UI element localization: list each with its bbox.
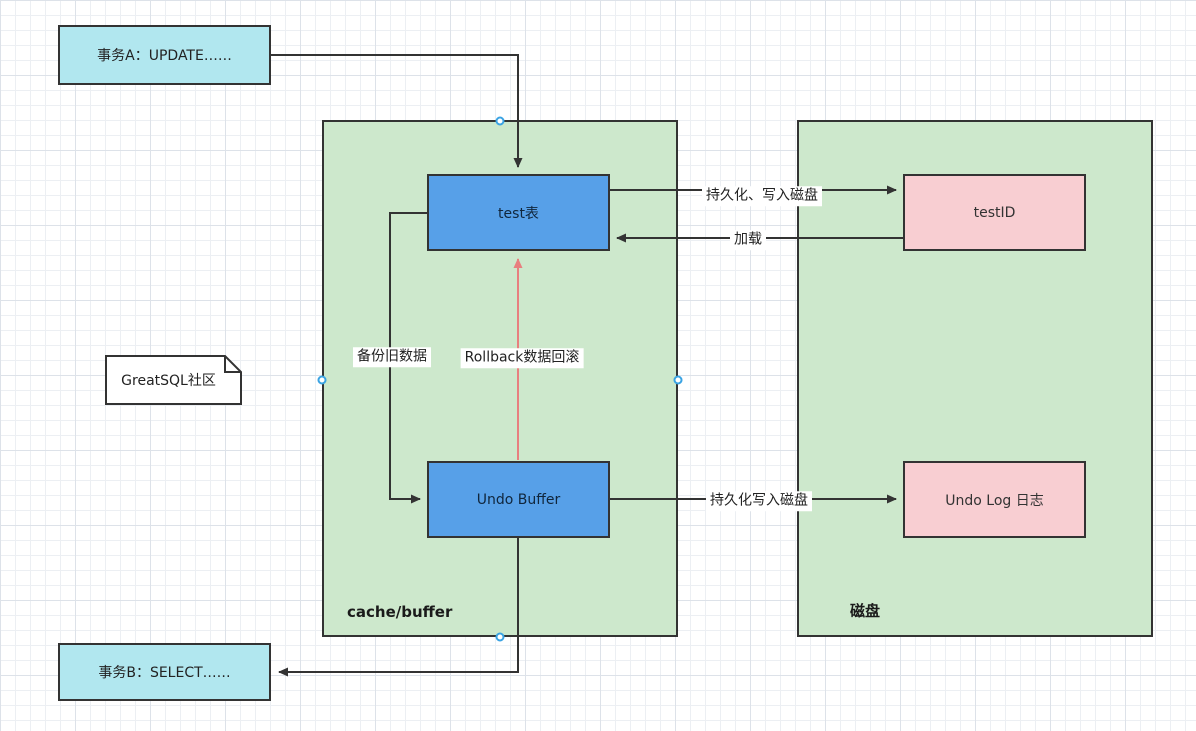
edge-label-load[interactable]: 加载 <box>730 230 766 250</box>
connection-point-bottom[interactable] <box>495 632 505 642</box>
edge-undo-buffer-to-transaction-b[interactable] <box>278 538 519 677</box>
connection-point-right[interactable] <box>673 375 683 385</box>
undo-buffer-label: Undo Buffer <box>476 491 561 508</box>
testid-label: testID <box>973 204 1016 221</box>
greatsql-note-node[interactable]: GreatSQL社区 <box>105 355 242 405</box>
transaction-b-label: 事务B：SELECT…… <box>98 665 231 681</box>
test-table-node[interactable]: test表 <box>427 174 610 251</box>
test-table-label: test表 <box>498 205 539 222</box>
undo-log-label: Undo Log 日志 <box>945 492 1044 509</box>
transaction-a-label: 事务A：UPDATE…… <box>97 48 232 64</box>
connection-point-left[interactable] <box>317 375 327 385</box>
cache-buffer-container-label: cache/buffer <box>347 603 453 621</box>
edge-label-persist-write[interactable]: 持久化、写入磁盘 <box>702 186 822 206</box>
connection-point-top[interactable] <box>495 116 505 126</box>
undo-buffer-node[interactable]: Undo Buffer <box>427 461 610 538</box>
testid-node[interactable]: testID <box>903 174 1086 251</box>
disk-container-label: 磁盘 <box>850 602 881 620</box>
transaction-b-node[interactable]: 事务B：SELECT…… <box>58 643 271 701</box>
note-shape-icon <box>105 355 242 405</box>
transaction-a-node[interactable]: 事务A：UPDATE…… <box>58 25 271 85</box>
edge-label-persist-undo[interactable]: 持久化写入磁盘 <box>706 491 812 511</box>
edge-transaction-a-to-test-table[interactable] <box>271 54 523 168</box>
edge-label-rollback[interactable]: Rollback数据回滚 <box>460 348 584 368</box>
edge-label-backup-old-data[interactable]: 备份旧数据 <box>353 347 431 367</box>
undo-log-node[interactable]: Undo Log 日志 <box>903 461 1086 538</box>
